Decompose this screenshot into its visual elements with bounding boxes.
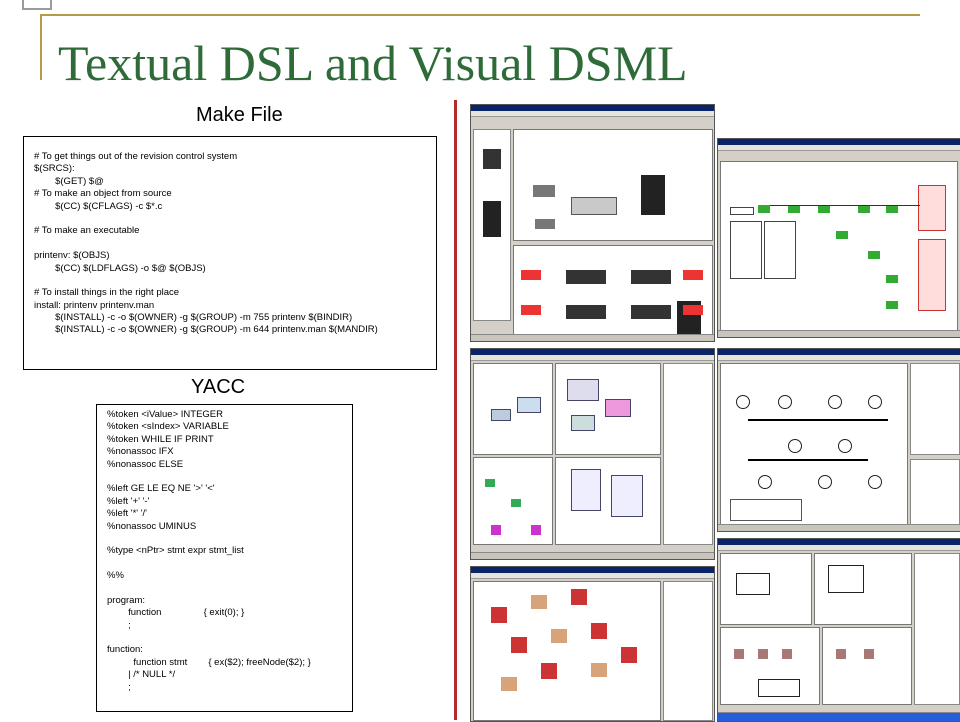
yacc-code-line: %nonassoc UMINUS (107, 520, 197, 532)
yacc-code-line (107, 558, 352, 570)
yacc-code-line: %nonassoc IFX (107, 446, 174, 458)
yacc-code-line (107, 533, 352, 545)
makefile-code-line: $(CC) $(LDFLAGS) -o $@ $(OBJS) (34, 262, 206, 274)
makefile-code-line: # To install things in the right place (34, 287, 180, 299)
yacc-code-line (107, 632, 352, 644)
yacc-code-line: function stmt { ex($2); freeNode($2); } (107, 656, 311, 668)
title-rule (40, 14, 920, 16)
makefile-code-line: install: printenv printenv.man (34, 299, 155, 311)
makefile-code-line: $(INSTALL) -c -o $(OWNER) -g $(GROUP) -m… (34, 324, 378, 336)
makefile-code-box: # To get things out of the revision cont… (23, 136, 437, 370)
yacc-code-line: ; (107, 619, 131, 631)
makefile-code-line: # To make an object from source (34, 188, 172, 200)
makefile-code-line (34, 238, 436, 250)
corner-decoration (22, 0, 52, 10)
makefile-code-line (34, 275, 436, 287)
makefile-code-line: $(INSTALL) -c -o $(OWNER) -g $(GROUP) -m… (34, 312, 353, 324)
slide-title: Textual DSL and Visual DSML (58, 35, 688, 91)
yacc-code-line: program: (107, 594, 146, 606)
yacc-code-box: %token <iValue> INTEGER%token <sIndex> V… (96, 404, 353, 712)
yacc-code-line: %token <iValue> INTEGER (107, 409, 223, 420)
yacc-code-line: %left '*' '/' (107, 508, 147, 520)
yacc-code-line: | /* NULL */ (107, 669, 176, 681)
screenshot-petri-net (717, 348, 960, 532)
screenshot-icecream-meta (717, 538, 960, 722)
makefile-code-line (34, 213, 436, 225)
yacc-label: YACC (191, 376, 246, 398)
makefile-code-line: $(GET) $@ (34, 175, 104, 187)
makefile-code-line: # To get things out of the revision cont… (34, 151, 238, 162)
screenshot-robot-game (470, 566, 715, 722)
yacc-code-line: %token WHILE IF PRINT (107, 433, 214, 445)
yacc-code-line: %token <sIndex> VARIABLE (107, 421, 229, 433)
yacc-code-line: %left '+' '-' (107, 495, 150, 507)
screenshot-audio-system (470, 104, 715, 342)
makefile-code-line: $(SRCS): (34, 163, 75, 175)
makefile-code-line: $(CC) $(CFLAGS) -c $*.c (34, 200, 163, 212)
title-side-rule (40, 14, 42, 80)
yacc-code-line: ; (107, 681, 131, 693)
yacc-code-line: function { exit(0); } (107, 607, 245, 619)
section-divider (454, 100, 457, 720)
yacc-code-line: %type <nPtr> stmt expr stmt_list (107, 545, 244, 557)
yacc-code-line (107, 582, 352, 594)
makefile-code-line: printenv: $(OBJS) (34, 250, 110, 262)
yacc-code-line: function: (107, 644, 143, 656)
makefile-label: Make File (196, 104, 283, 126)
yacc-code-line: %nonassoc ELSE (107, 458, 184, 470)
yacc-code-line: %% (107, 570, 124, 582)
yacc-code-line (107, 471, 352, 483)
makefile-code-line: # To make an executable (34, 225, 140, 237)
screenshot-dataflow-models (470, 348, 715, 560)
screenshot-production-view (717, 138, 960, 338)
yacc-code-line: %left GE LE EQ NE '>' '<' (107, 483, 215, 495)
